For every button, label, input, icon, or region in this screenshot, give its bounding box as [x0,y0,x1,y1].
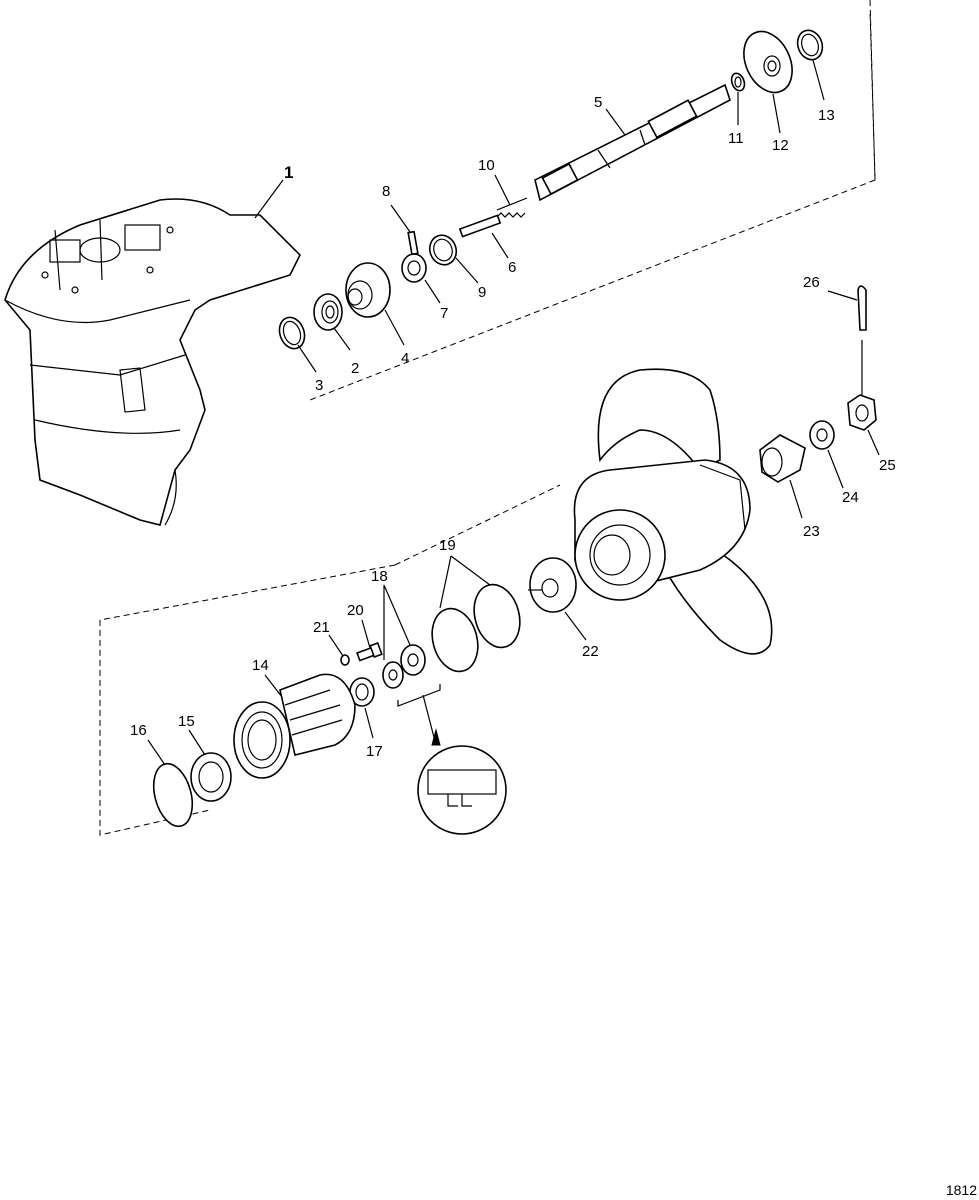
callout-5: 5 [594,94,602,111]
bearing-17 [349,677,375,707]
detail-inset [417,694,507,835]
callout-19: 19 [439,537,456,554]
gear-4 [345,262,391,318]
washers-18 [382,644,426,689]
gear-housing [4,198,301,526]
callout-12: 12 [772,137,789,154]
figure-id: 1812 [945,1182,977,1198]
callout-15: 15 [178,713,195,730]
callout-25: 25 [879,457,896,474]
callout-16: 16 [130,722,147,739]
bracket-18 [397,684,441,707]
callout-10: 10 [478,157,495,174]
clip-21 [340,654,350,666]
callout-11: 11 [728,130,744,147]
callout-18: 18 [371,568,388,585]
callout-17: 17 [366,743,383,760]
washer-24 [809,420,835,450]
callout-8: 8 [382,183,390,200]
callout-14: 14 [252,657,269,674]
ring-3 [278,316,306,350]
spring-10 [496,197,528,218]
callout-23: 23 [803,523,820,540]
pin-6 [458,214,502,238]
thrust-hub-22 [529,557,577,613]
dashed-boundary [99,0,876,836]
callout-4: 4 [401,350,409,367]
callout-2: 2 [351,360,359,377]
propeller-shaft-5 [534,83,731,202]
callout-13: 13 [818,107,835,124]
callout-21: 21 [313,619,330,636]
bearing-2 [313,293,343,331]
callout-24: 24 [842,489,859,506]
bearing-15 [190,752,232,802]
pinion-7 [401,253,427,283]
spacer-23 [759,434,806,483]
cotter-pin-26 [857,285,867,331]
propeller [573,368,773,655]
pin-8 [407,230,419,256]
screw-20 [356,641,383,662]
callout-9: 9 [478,284,486,301]
callout-22: 22 [582,643,599,660]
callout-1: 1 [284,163,293,182]
bearing-carrier-14 [233,673,356,779]
gear-12 [743,30,793,94]
callout-6: 6 [508,259,516,276]
o-rings-19 [431,583,521,673]
callout-7: 7 [440,305,448,322]
ring-13 [796,29,824,61]
washer-11 [730,72,746,92]
callout-3: 3 [315,377,323,394]
callout-20: 20 [347,602,364,619]
leader-lines [147,59,880,766]
ring-9 [428,234,458,266]
callout-26: 26 [803,274,820,291]
nut-25 [847,394,877,431]
